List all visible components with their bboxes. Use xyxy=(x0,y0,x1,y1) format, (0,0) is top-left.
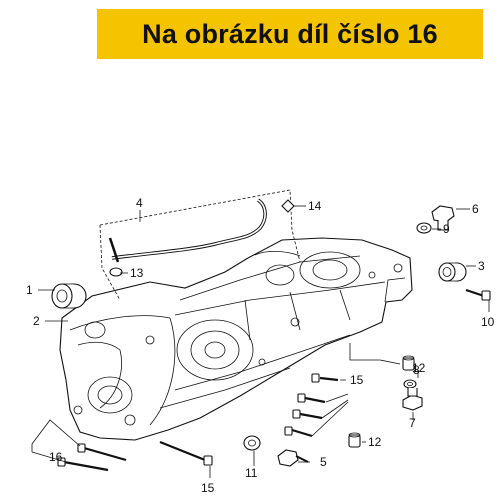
callout-7: 7 xyxy=(409,416,416,430)
leader-lines xyxy=(31,205,490,478)
part-number-banner: Na obrázku díl číslo 16 xyxy=(97,9,483,59)
part-3-bushing xyxy=(438,262,467,282)
callout-labels: 1 2 3 4 5 6 7 8 9 10 11 12 12 13 14 15 1… xyxy=(26,196,495,495)
crankcase-housing xyxy=(59,237,413,441)
callout-11: 11 xyxy=(245,466,258,480)
callout-4: 4 xyxy=(136,196,143,210)
callout-5: 5 xyxy=(320,455,327,469)
callout-15-lower: 15 xyxy=(201,481,215,495)
callout-14: 14 xyxy=(308,199,322,213)
callout-10: 10 xyxy=(481,315,495,329)
part-5-plug xyxy=(277,449,309,467)
callout-2: 2 xyxy=(33,314,40,328)
part-15-bolt-lower xyxy=(159,440,213,466)
callout-9: 9 xyxy=(443,222,450,236)
part-11-washer xyxy=(243,435,261,451)
part-7-drain-bolt xyxy=(402,388,423,411)
part-16-bolts xyxy=(57,443,127,472)
callout-13: 13 xyxy=(130,266,144,280)
part-12-dowel-lower xyxy=(348,432,361,448)
part-13-clip xyxy=(109,267,123,277)
callout-8: 8 xyxy=(413,363,420,377)
callout-15-right: 15 xyxy=(350,373,364,387)
banner-title: Na obrázku díl číslo 16 xyxy=(142,18,438,49)
part-6-plug-bolt xyxy=(431,205,455,231)
callout-3: 3 xyxy=(478,259,485,273)
callout-12-lower: 12 xyxy=(368,435,382,449)
part-10-bolt xyxy=(465,288,491,301)
part-9-washer xyxy=(416,222,432,234)
part-8-washer xyxy=(403,379,417,389)
callout-6: 6 xyxy=(472,202,479,216)
part-15-bolts xyxy=(284,373,339,438)
hose-assembly-box xyxy=(99,189,301,301)
part-14-clip xyxy=(281,199,295,213)
callout-12-upper: 12 xyxy=(412,361,426,375)
part-12-dowel-upper xyxy=(402,355,415,371)
callout-1: 1 xyxy=(26,283,33,297)
part-1-bushing xyxy=(51,283,87,309)
callout-16: 16 xyxy=(49,450,63,464)
